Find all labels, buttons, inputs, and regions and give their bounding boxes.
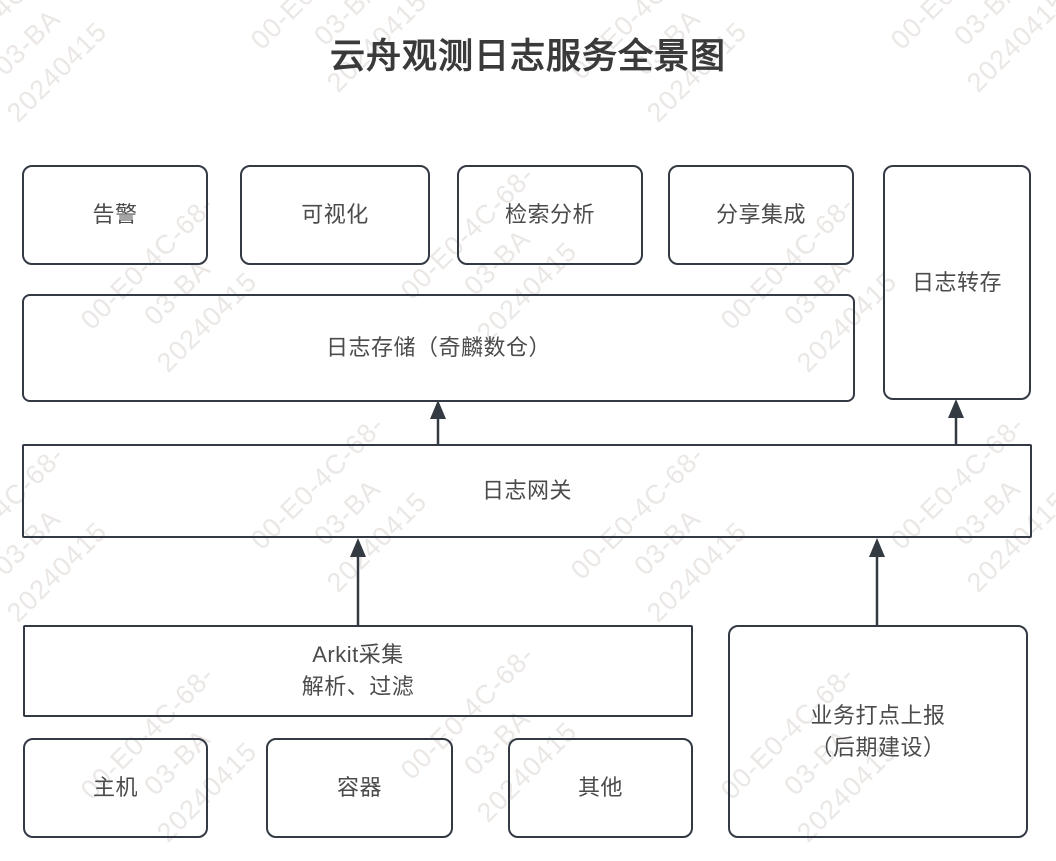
node-business-reporting-line2: （后期建设） — [810, 734, 946, 760]
node-other: 其他 — [508, 738, 693, 838]
node-other-label: 其他 — [577, 775, 623, 800]
node-log-gateway: 日志网关 — [22, 444, 1032, 538]
node-arkit-collector: Arkit采集 解析、过滤 — [23, 625, 693, 717]
node-log-storage: 日志存储（奇麟数仓） — [22, 294, 855, 402]
node-share-integration: 分享集成 — [668, 165, 854, 265]
node-container-label: 容器 — [336, 775, 382, 800]
node-log-dump-label: 日志转存 — [911, 269, 1002, 295]
node-share-integration-label: 分享集成 — [715, 202, 806, 227]
arrow-business-to-gateway — [869, 538, 885, 625]
node-search-analysis-label: 检索分析 — [504, 202, 595, 227]
node-search-analysis: 检索分析 — [457, 165, 643, 265]
node-host: 主机 — [23, 738, 208, 838]
node-alert: 告警 — [22, 165, 208, 265]
node-alert-label: 告警 — [92, 202, 138, 227]
node-log-gateway-label: 日志网关 — [481, 478, 572, 503]
node-business-reporting: 业务打点上报 （后期建设） — [728, 625, 1028, 838]
node-log-dump: 日志转存 — [883, 165, 1031, 400]
node-host-label: 主机 — [92, 775, 138, 800]
node-visualization: 可视化 — [240, 165, 430, 265]
page-title: 云舟观测日志服务全景图 — [329, 37, 726, 76]
node-arkit-collector-line2: 解析、过滤 — [301, 674, 415, 699]
arrow-gateway-to-log-dump — [948, 399, 964, 444]
node-arkit-collector-line1: Arkit采集 — [312, 642, 404, 667]
node-container: 容器 — [266, 738, 453, 838]
arrow-gateway-to-storage — [430, 400, 446, 444]
arrow-collector-to-gateway — [350, 538, 366, 625]
node-visualization-label: 可视化 — [301, 202, 369, 227]
node-business-reporting-line1: 业务打点上报 — [810, 702, 946, 728]
node-log-storage-label: 日志存储（奇麟数仓） — [325, 335, 551, 360]
